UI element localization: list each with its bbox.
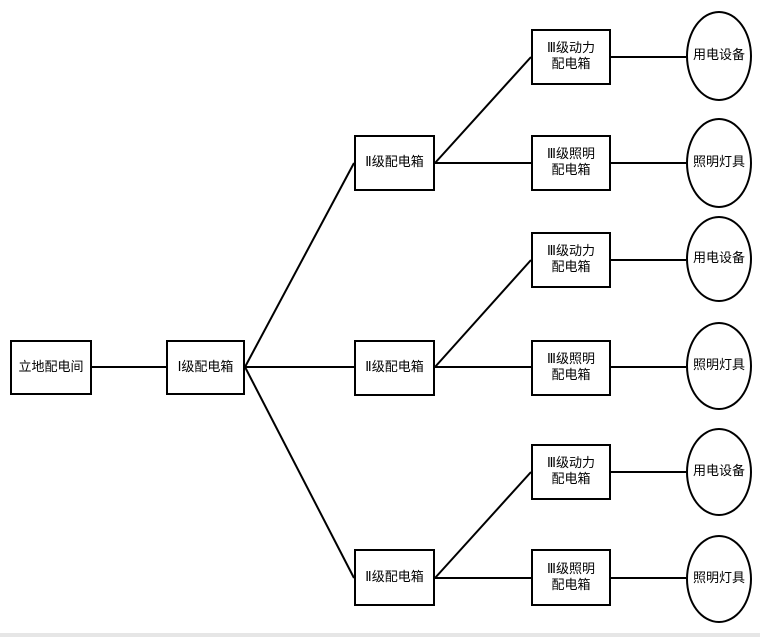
- device-label: 用电设备: [692, 464, 745, 479]
- level3-lighting-box-2: Ⅲ级照明 配电箱: [531, 340, 611, 396]
- level3-line1: Ⅲ级动力: [547, 456, 595, 471]
- device-circle-power-1: 用电设备: [686, 11, 752, 101]
- root-substation-box: 立地配电间: [10, 340, 92, 395]
- level3-lighting-box-3: Ⅲ级照明 配电箱: [531, 549, 611, 606]
- level3-line2: 配电箱: [551, 368, 591, 383]
- level3-power-box-1: Ⅲ级动力 配电箱: [531, 29, 611, 85]
- connector-level1-level2-1: [244, 162, 355, 368]
- level3-line2: 配电箱: [551, 57, 591, 72]
- root-label: 立地配电间: [18, 359, 84, 375]
- level3-line2: 配电箱: [551, 260, 591, 275]
- device-circle-lighting-2: 照明灯具: [686, 322, 752, 410]
- device-circle-power-3: 用电设备: [686, 428, 752, 516]
- level2-distribution-box-1: Ⅱ级配电箱: [354, 135, 435, 191]
- level3-line1: Ⅲ级照明: [547, 352, 595, 367]
- level2-label: Ⅱ级配电箱: [365, 360, 424, 375]
- connector-level2-2-power: [434, 259, 532, 368]
- device-label: 用电设备: [692, 251, 745, 266]
- level2-distribution-box-2: Ⅱ级配电箱: [354, 340, 435, 396]
- device-label: 照明灯具: [692, 358, 745, 373]
- connector-level1-level2-3: [244, 366, 355, 579]
- level1-label: Ⅰ级配电箱: [177, 359, 234, 375]
- level3-power-box-2: Ⅲ级动力 配电箱: [531, 232, 611, 288]
- level3-line2: 配电箱: [551, 472, 591, 487]
- level3-line1: Ⅲ级动力: [547, 41, 595, 56]
- level1-distribution-box: Ⅰ级配电箱: [166, 340, 245, 395]
- bottom-divider: [0, 633, 760, 637]
- level3-power-box-3: Ⅲ级动力 配电箱: [531, 444, 611, 500]
- level2-label: Ⅱ级配电箱: [365, 569, 424, 585]
- device-circle-lighting-3: 照明灯具: [686, 535, 752, 623]
- connector-level2-1-power: [434, 56, 532, 164]
- connector-level2-3-power: [434, 471, 532, 579]
- device-circle-lighting-1: 照明灯具: [686, 118, 752, 208]
- device-label: 照明灯具: [692, 571, 745, 586]
- level3-line1: Ⅲ级动力: [547, 244, 595, 259]
- device-label: 照明灯具: [692, 155, 745, 170]
- level3-line1: Ⅲ级照明: [547, 147, 595, 162]
- level3-line2: 配电箱: [551, 577, 591, 593]
- level3-lighting-box-1: Ⅲ级照明 配电箱: [531, 135, 611, 191]
- device-circle-power-2: 用电设备: [686, 216, 752, 302]
- device-label: 用电设备: [692, 48, 745, 63]
- level3-line2: 配电箱: [551, 163, 591, 178]
- level2-label: Ⅱ级配电箱: [365, 155, 424, 170]
- level3-line1: Ⅲ级照明: [547, 561, 595, 577]
- level2-distribution-box-3: Ⅱ级配电箱: [354, 549, 435, 606]
